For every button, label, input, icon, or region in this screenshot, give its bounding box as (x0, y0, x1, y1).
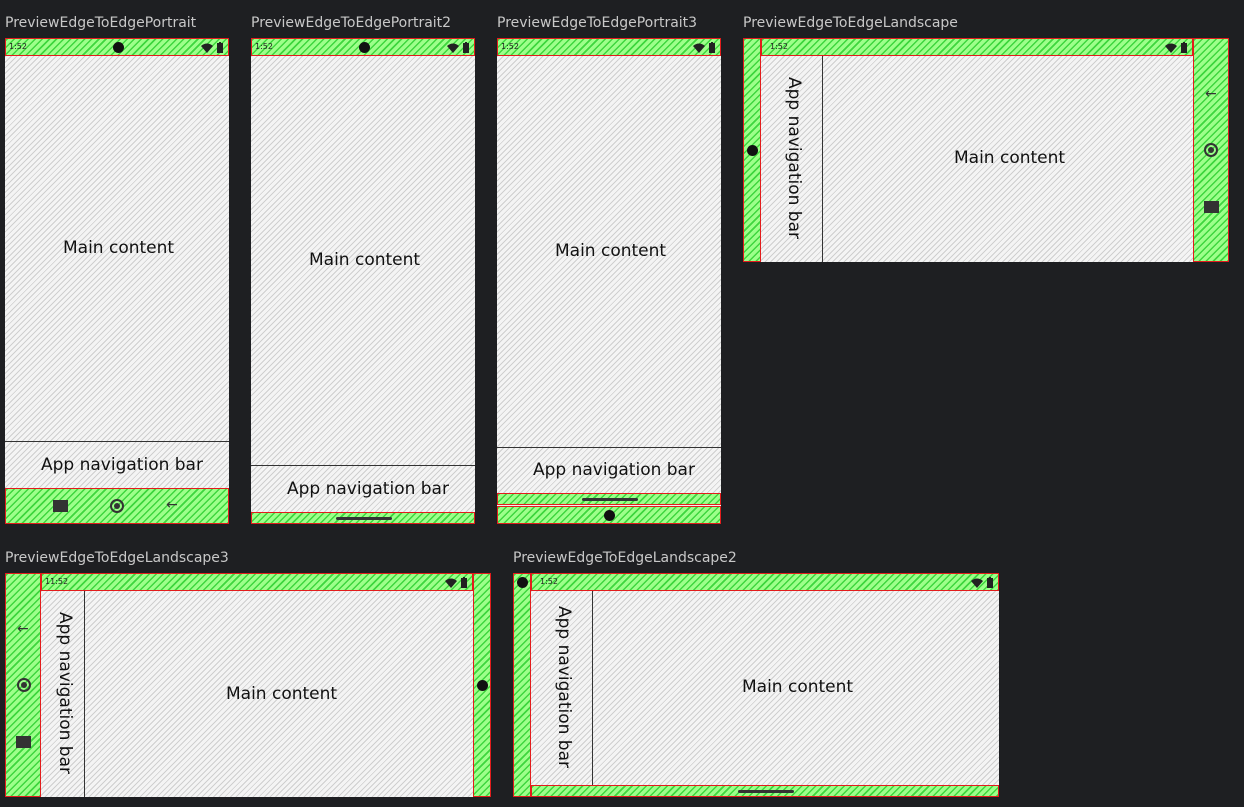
gesture-handle-icon[interactable] (738, 790, 794, 793)
app-navigation-bar: App navigation bar (5, 442, 229, 488)
status-bar: 11:52 (41, 573, 473, 591)
main-content: Main content (5, 56, 229, 441)
app-nav-label: App navigation bar (553, 606, 574, 768)
preview-title-landscape: PreviewEdgeToEdgeLandscape (743, 15, 958, 31)
back-arrow-icon[interactable]: ← (1205, 86, 1217, 102)
status-bar: 1:52 (5, 38, 229, 56)
preview-title-landscape3: PreviewEdgeToEdgeLandscape3 (5, 550, 229, 566)
main-content-label: Main content (742, 677, 854, 697)
app-nav-label: App navigation bar (783, 77, 804, 239)
main-content-label: Main content (309, 250, 421, 270)
divider (592, 591, 593, 785)
gesture-nav-bar (497, 493, 721, 505)
main-content-label: Main content (226, 684, 338, 704)
app-nav-label: App navigation bar (533, 460, 695, 480)
wifi-icon (445, 577, 467, 588)
back-arrow-icon[interactable]: ← (17, 621, 29, 637)
status-clock: 1:52 (770, 42, 788, 51)
status-clock: 1:52 (501, 42, 519, 51)
gesture-nav-bar (251, 512, 475, 524)
divider (497, 447, 721, 448)
home-circle-icon[interactable] (17, 678, 31, 692)
bottom-cutout-inset (497, 506, 721, 524)
app-navigation-bar: App navigation bar (497, 448, 721, 493)
app-navigation-bar: App navigation bar (251, 466, 475, 512)
camera-cutout-icon (477, 680, 488, 691)
divider (5, 441, 229, 442)
main-content-label: Main content (63, 238, 175, 258)
status-bar: 1:52 (531, 573, 999, 591)
preview-landscape[interactable]: 1:52 App navigation bar Main content ← (743, 38, 1229, 262)
divider (822, 56, 823, 262)
camera-cutout-icon (359, 42, 370, 53)
status-clock: 1:52 (255, 42, 273, 51)
wifi-icon (693, 42, 715, 53)
app-nav-label: App navigation bar (287, 479, 449, 499)
right-cutout-inset (473, 573, 491, 797)
left-cutout-inset (513, 573, 531, 797)
preview-portrait[interactable]: 1:52 Main content App navigation bar ← (5, 38, 229, 524)
camera-cutout-icon (604, 510, 615, 521)
status-bar: 1:52 (497, 38, 721, 56)
left-cutout-inset (743, 38, 761, 262)
main-content: Main content (593, 591, 999, 785)
status-clock: 1:52 (9, 42, 27, 51)
home-circle-icon[interactable] (1204, 143, 1218, 157)
status-clock: 1:52 (540, 577, 558, 586)
camera-cutout-icon (747, 145, 758, 156)
main-content: Main content (251, 56, 475, 465)
main-content-label: Main content (954, 148, 1066, 168)
app-navigation-rail: App navigation bar (41, 591, 84, 797)
preview-title-portrait2: PreviewEdgeToEdgePortrait2 (251, 15, 452, 31)
preview-landscape3[interactable]: ← 11:52 App navigation bar Main content (5, 573, 491, 797)
recents-square-icon[interactable] (16, 736, 31, 748)
main-content: Main content (823, 56, 1193, 262)
preview-portrait3[interactable]: 1:52 Main content App navigation bar (497, 38, 721, 524)
gesture-nav-bar (531, 785, 999, 797)
preview-landscape2[interactable]: 1:52 App navigation bar Main content (513, 573, 999, 797)
back-arrow-icon[interactable]: ← (166, 497, 178, 513)
gesture-handle-icon[interactable] (336, 517, 392, 520)
preview-title-landscape2: PreviewEdgeToEdgeLandscape2 (513, 550, 737, 566)
status-clock: 11:52 (45, 577, 69, 586)
system-nav-bar: ← (5, 573, 41, 797)
main-content: Main content (85, 591, 473, 797)
wifi-icon (971, 577, 993, 588)
status-bar: 1:52 (761, 38, 1193, 56)
wifi-icon (447, 42, 469, 53)
divider (84, 591, 85, 797)
wifi-icon (201, 42, 223, 53)
app-navigation-rail: App navigation bar (531, 591, 592, 785)
preview-title-portrait: PreviewEdgeToEdgePortrait (5, 15, 197, 31)
home-circle-icon[interactable] (110, 499, 124, 513)
main-content: Main content (497, 56, 721, 447)
status-bar: 1:52 (251, 38, 475, 56)
preview-portrait2[interactable]: 1:52 Main content App navigation bar (251, 38, 475, 524)
preview-title-portrait3: PreviewEdgeToEdgePortrait3 (497, 15, 698, 31)
system-nav-bar: ← (5, 488, 229, 524)
gesture-handle-icon[interactable] (582, 498, 638, 501)
recents-square-icon[interactable] (1204, 201, 1219, 213)
camera-cutout-icon (517, 577, 528, 588)
app-navigation-rail: App navigation bar (761, 56, 822, 262)
camera-cutout-icon (113, 42, 124, 53)
divider (251, 465, 475, 466)
system-nav-bar: ← (1193, 38, 1229, 262)
recents-square-icon[interactable] (53, 500, 68, 512)
app-nav-label: App navigation bar (41, 455, 203, 475)
main-content-label: Main content (555, 241, 667, 261)
wifi-icon (1165, 42, 1187, 53)
app-nav-label: App navigation bar (54, 612, 75, 774)
